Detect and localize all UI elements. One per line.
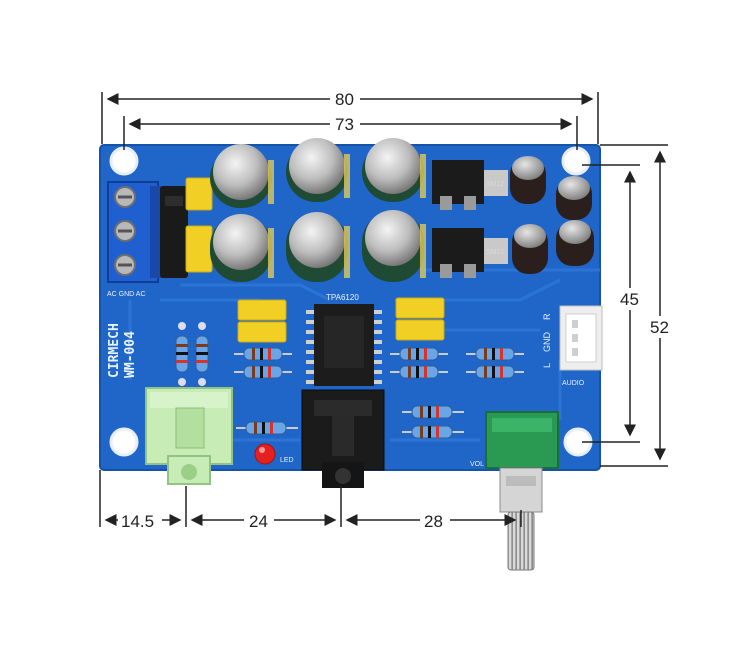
film-capacitor xyxy=(395,297,445,341)
audio-input-connector xyxy=(559,305,603,371)
dim-board-width: 80 xyxy=(335,90,354,109)
dimension-annotations: 80 73 45 52 14.5 24 28 xyxy=(99,88,672,531)
brand-name: CIRMECH xyxy=(107,323,122,378)
audio-connector-label: AUDIO xyxy=(562,380,585,387)
dim-hole-spacing-x: 73 xyxy=(335,115,354,134)
screw-terminal xyxy=(107,181,162,283)
voltage-regulator: SM12 xyxy=(432,228,508,278)
dim-hole-spacing-y: 45 xyxy=(620,290,639,309)
chip-label: TPA6120 xyxy=(326,293,359,302)
rectifier-bridge xyxy=(160,186,188,278)
resistor-horizontal xyxy=(234,347,524,439)
dim-jack1-offset: 14.5 xyxy=(121,512,154,531)
led-label: LED xyxy=(280,457,294,464)
pin-label-r: R xyxy=(542,313,552,320)
volume-potentiometer xyxy=(485,411,559,571)
pin-label-l: L xyxy=(542,363,552,368)
dim-pot-offset: 28 xyxy=(424,512,443,531)
amplifier-chip xyxy=(306,304,382,386)
dim-board-height: 52 xyxy=(650,318,669,337)
capacitor-bank xyxy=(210,138,426,282)
mounting-hole-top-left xyxy=(109,146,139,176)
small-capacitors xyxy=(510,156,594,274)
mounting-hole-bottom-left xyxy=(109,427,139,457)
regulator-label: SM12 xyxy=(486,249,504,256)
model-name: WM-004 xyxy=(123,331,138,378)
led-indicator xyxy=(254,443,276,465)
voltage-regulator: SM12 xyxy=(432,160,508,210)
vol-label: VOL xyxy=(470,461,484,468)
mounting-hole-top-right xyxy=(561,146,591,176)
regulator-label: SM12 xyxy=(486,181,504,188)
brand-silkscreen: CIRMECH WM-004 xyxy=(107,323,138,378)
audio-jack-green xyxy=(145,387,233,485)
dim-jack-spacing: 24 xyxy=(249,512,268,531)
pin-label-gnd: GND xyxy=(542,332,552,353)
power-label: AC GND AC xyxy=(107,291,146,298)
audio-pin-labels: L GND R xyxy=(542,313,552,368)
resistor-pair-vertical xyxy=(175,322,209,386)
audio-jack-black xyxy=(301,389,385,488)
film-capacitor xyxy=(237,299,287,343)
